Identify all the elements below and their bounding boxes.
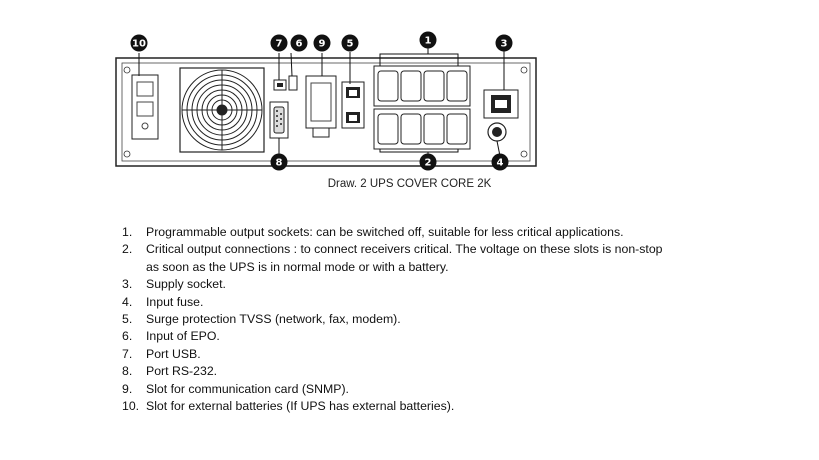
legend-item-text: Slot for external batteries (If UPS has …: [146, 399, 455, 414]
legend-item-number: 9.: [122, 381, 133, 396]
callout-6: 6: [290, 34, 308, 52]
svg-text:3: 3: [501, 39, 508, 50]
legend-item: 7. Port USB.: [122, 346, 722, 363]
svg-text:4: 4: [497, 158, 504, 169]
tvss-surge-protection: [341, 81, 365, 129]
svg-text:10: 10: [132, 39, 146, 50]
callout-2: 2: [419, 153, 437, 171]
rs232-port: [269, 101, 289, 139]
supply-socket: [483, 89, 519, 119]
legend-item-text: Surge protection TVSS (network, fax, mod…: [146, 312, 401, 327]
callout-7: 7: [270, 34, 288, 52]
cooling-fan: [179, 67, 265, 153]
external-battery-slot: [131, 74, 159, 140]
legend-item-number: 8.: [122, 364, 133, 379]
svg-text:7: 7: [276, 39, 283, 50]
legend-item: 5. Surge protection TVSS (network, fax, m…: [122, 311, 722, 328]
legend-item-text: Slot for communication card (SNMP).: [146, 381, 349, 396]
legend-item: 4. Input fuse.: [122, 294, 722, 311]
svg-text:8: 8: [276, 158, 283, 169]
snmp-card-slot: [305, 75, 337, 138]
legend-item-text: Critical output connections : to connect…: [146, 242, 663, 274]
callout-9: 9: [313, 34, 331, 52]
legend-item-text: Programmable output sockets: can be swit…: [146, 225, 624, 239]
callout-1: 1: [419, 31, 437, 49]
legend-item-text: Input fuse.: [146, 294, 204, 309]
figure-caption: Draw. 2 UPS COVER CORE 2K: [327, 178, 492, 190]
epo-input: [288, 75, 298, 91]
legend-item-number: 1.: [122, 225, 133, 239]
legend-item-number: 3.: [122, 277, 133, 292]
svg-text:1: 1: [425, 36, 432, 47]
callout-3: 3: [495, 34, 513, 52]
legend-item: 3. Supply socket.: [122, 276, 722, 293]
legend-item: 1. Programmable output sockets: can be sw…: [122, 224, 722, 241]
legend-item: 6. Input of EPO.: [122, 328, 722, 345]
callout-5: 5: [341, 34, 359, 52]
input-fuse: [487, 122, 507, 142]
svg-text:9: 9: [319, 39, 326, 50]
svg-text:2: 2: [425, 158, 432, 169]
legend-item: 8. Port RS-232.: [122, 363, 722, 380]
legend-item-number: 10.: [122, 399, 140, 414]
critical-outlets: [373, 108, 471, 150]
legend-item-number: 6.: [122, 329, 133, 344]
legend-item: 9. Slot for communication card (SNMP).: [122, 381, 722, 398]
callout-4: 4: [491, 153, 509, 171]
legend-item-number: 4.: [122, 294, 133, 309]
legend-item-text: Port RS-232.: [146, 364, 218, 379]
programmable-outlets: [373, 65, 471, 107]
leader-lines: [138, 48, 505, 157]
svg-text:5: 5: [347, 39, 354, 50]
legend-item-text: Input of EPO.: [146, 329, 220, 344]
legend-item-text: Port USB.: [146, 346, 201, 361]
callout-8: 8: [270, 153, 288, 171]
mounting-screws: [123, 66, 528, 158]
callout-10: 10: [130, 34, 148, 52]
component-legend-list: 1. Programmable output sockets: can be sw…: [122, 224, 722, 415]
svg-text:6: 6: [296, 39, 303, 50]
legend-item-number: 7.: [122, 346, 133, 361]
legend-item-number: 2.: [122, 242, 133, 257]
legend-item: 10. Slot for external batteries (If UPS h…: [122, 398, 722, 415]
legend-item-text: Supply socket.: [146, 277, 226, 292]
legend-item-number: 5.: [122, 312, 133, 327]
ups-rear-panel-drawing: 10 7 6 9 5 1 3 4 2 8: [112, 30, 542, 174]
legend-item: 2. Critical output connections : to conne…: [122, 241, 722, 276]
